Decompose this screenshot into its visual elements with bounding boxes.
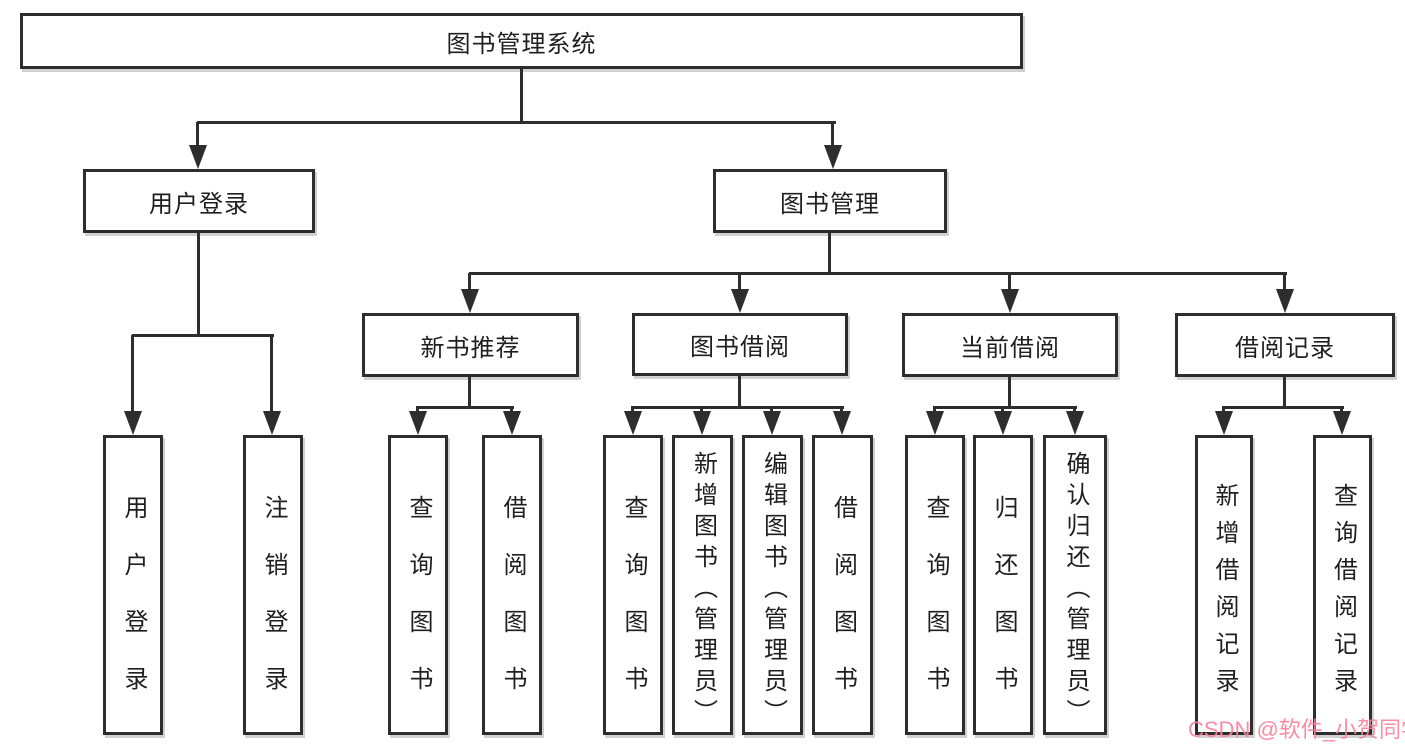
- node-new-book-recommend: 新书推荐: [362, 313, 579, 377]
- arrow-down: [1276, 273, 1294, 313]
- node-book-management: 图书管理: [713, 169, 947, 233]
- arrow-down: [189, 122, 207, 169]
- leaf-label: 查询图书: [922, 495, 949, 723]
- leaf-user-login: 用户登录: [103, 435, 163, 735]
- leaf-return-book: 归还图书: [973, 435, 1033, 735]
- connector-vline: [197, 233, 200, 336]
- arrow-down: [124, 335, 142, 435]
- connector-vline: [468, 377, 471, 408]
- connector-hline: [132, 334, 274, 337]
- leaf-add-book-admin: 新增图书（管理员）: [672, 435, 733, 735]
- leaf-label: 查询图书: [405, 495, 432, 723]
- leaf-label: 查询借阅记录: [1329, 483, 1357, 705]
- connector-vline: [1008, 377, 1011, 408]
- arrow-down: [731, 273, 749, 313]
- arrow-down: [461, 273, 479, 313]
- leaf-label: 借阅图书: [829, 495, 857, 723]
- connector-vline: [828, 233, 831, 274]
- leaf-add-borrow-record: 新增借阅记录: [1195, 435, 1253, 735]
- leaf-confirm-return-admin: 确认归还（管理员）: [1043, 435, 1107, 735]
- node-current-borrow: 当前借阅: [902, 313, 1118, 377]
- arrow-down: [1001, 273, 1019, 313]
- arrow-down: [409, 407, 427, 435]
- leaf-borrow-books-recommend: 借阅图书: [482, 435, 542, 735]
- arrow-down: [763, 407, 781, 435]
- arrow-down: [833, 407, 851, 435]
- csdn-watermark: CSDN @软件_小贺同学: [1188, 717, 1405, 742]
- arrow-down: [693, 407, 711, 435]
- leaf-label: 查询图书: [620, 495, 647, 723]
- arrow-down: [994, 407, 1012, 435]
- arrow-down: [263, 335, 281, 435]
- connector-hline: [416, 406, 514, 409]
- connector-hline: [631, 406, 844, 409]
- connector-hline: [933, 406, 1077, 409]
- leaf-label: 用户登录: [120, 495, 147, 723]
- leaf-edit-book-admin: 编辑图书（管理员）: [742, 435, 803, 735]
- leaf-query-borrow-record: 查询借阅记录: [1313, 435, 1372, 735]
- leaf-label: 新增图书（管理员）: [689, 450, 717, 730]
- arrow-down: [503, 407, 521, 435]
- connector-hline: [469, 272, 1287, 275]
- leaf-label: 归还图书: [990, 495, 1017, 723]
- connector-vline: [520, 69, 523, 123]
- node-library-system: 图书管理系统: [20, 13, 1023, 69]
- node-book-borrow: 图书借阅: [632, 313, 848, 376]
- node-borrow-record: 借阅记录: [1175, 313, 1395, 377]
- leaf-label: 借阅图书: [499, 495, 526, 723]
- leaf-query-books-recommend: 查询图书: [388, 435, 448, 735]
- leaf-label: 编辑图书（管理员）: [759, 450, 787, 730]
- arrow-down: [624, 407, 642, 435]
- leaf-label: 注销登录: [260, 495, 287, 723]
- leaf-label: 新增借阅记录: [1211, 483, 1238, 705]
- arrow-down: [1066, 407, 1084, 435]
- leaf-query-books-borrow: 查询图书: [603, 435, 663, 735]
- connector-hline: [197, 121, 836, 124]
- arrow-down: [1215, 407, 1233, 435]
- leaf-logout-login: 注销登录: [243, 435, 303, 735]
- leaf-query-books-current: 查询图书: [905, 435, 965, 735]
- connector-hline: [1222, 406, 1344, 409]
- arrow-down: [1333, 407, 1351, 435]
- arrow-down: [824, 122, 842, 169]
- arrow-down: [926, 407, 944, 435]
- connector-vline: [738, 376, 741, 408]
- leaf-borrow-books: 借阅图书: [812, 435, 873, 735]
- node-user-login: 用户登录: [83, 169, 315, 233]
- connector-vline: [1283, 377, 1286, 408]
- leaf-label: 确认归还（管理员）: [1062, 450, 1089, 730]
